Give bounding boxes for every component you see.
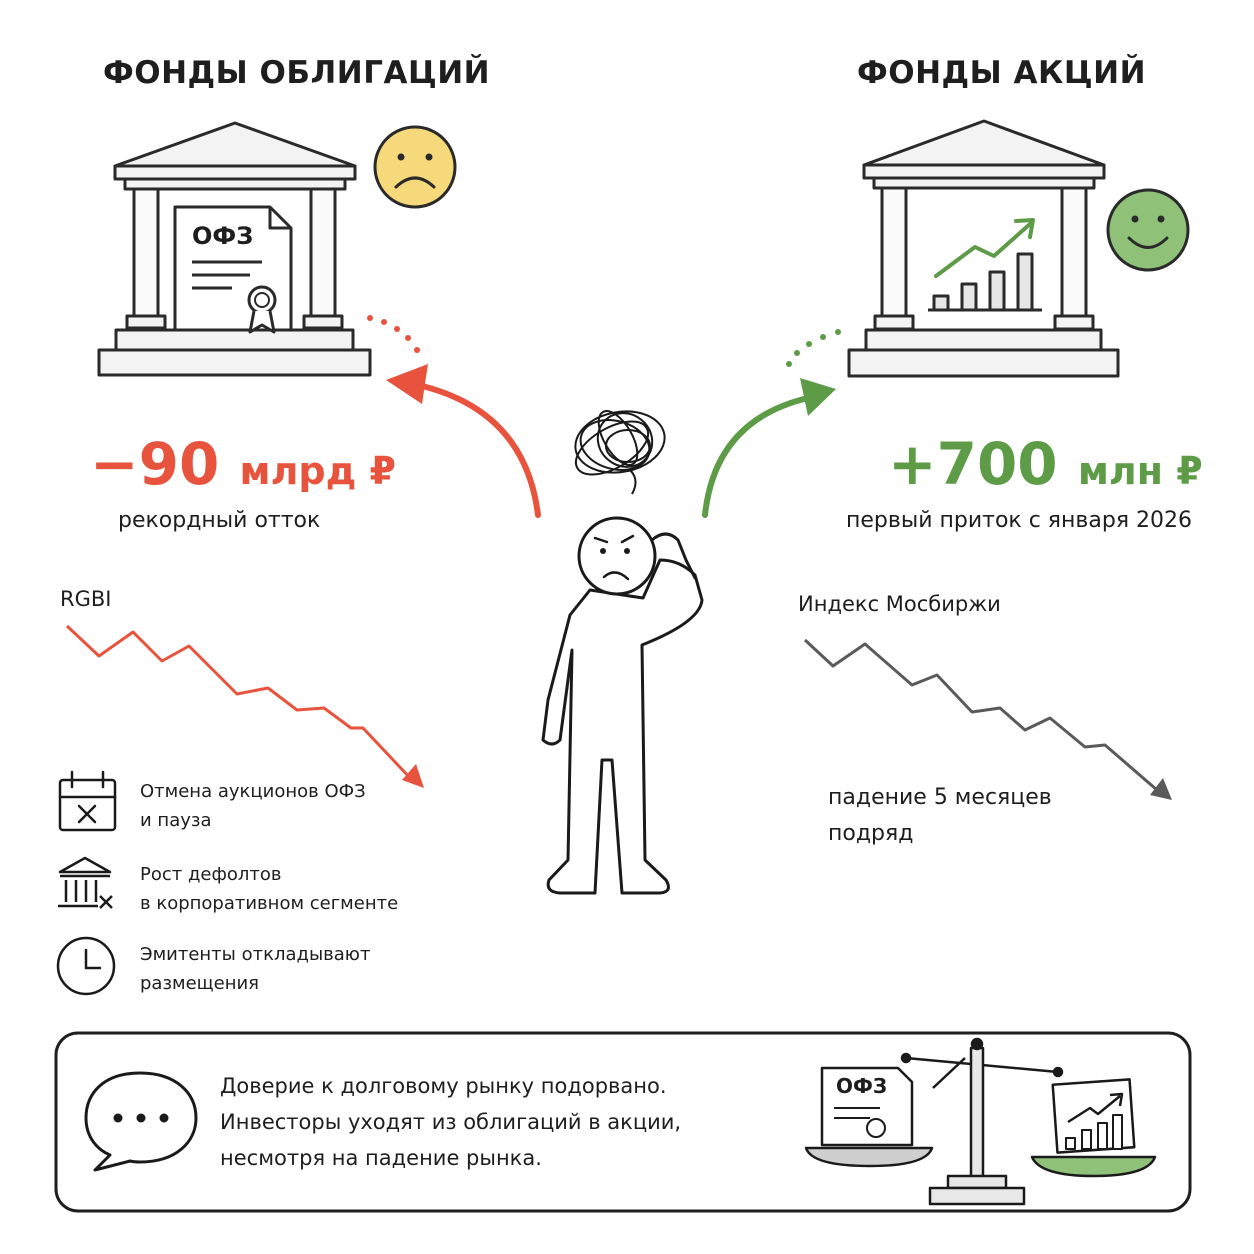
confused-person-icon	[541, 516, 704, 895]
equity-flow-caption: первый приток с января 2026	[846, 508, 1193, 533]
bond-fund-building-icon	[97, 121, 372, 377]
bond-flow-caption: рекордный отток	[118, 508, 321, 533]
equity-funds-title: ФОНДЫ АКЦИЙ	[857, 55, 1147, 91]
summary-text: Доверие к долговому рынку подорвано. Инв…	[220, 1068, 681, 1176]
moex-decline-caption-line1: падение 5 месяцев	[828, 785, 1052, 810]
scale-document-label: ОФЗ	[836, 1074, 888, 1098]
reason-auctions-line2: и пауза	[140, 810, 212, 831]
reason-auctions: Отмена аукционов ОФЗ и пауза	[140, 777, 366, 835]
moex-decline-chart	[803, 638, 1165, 798]
bond-document-label: ОФЗ	[192, 222, 254, 250]
moex-decline-caption-line2: подряд	[828, 821, 914, 846]
summary-line1: Доверие к долговому рынку подорвано.	[220, 1074, 667, 1098]
rgbi-index-label: RGBI	[60, 587, 112, 611]
equity-flow-amount: +700 млн ₽	[888, 430, 1203, 498]
speech-bubble-icon	[84, 1071, 198, 1172]
equity-flow-unit: млн ₽	[1077, 449, 1203, 493]
moex-decline-arrowhead	[1150, 778, 1172, 800]
reason-issuers-line1: Эмитенты откладывают	[140, 944, 371, 965]
happy-face-icon	[1106, 188, 1190, 272]
growth-arrow-icon	[934, 218, 1035, 278]
bond-flow-amount: −90 млрд ₽	[90, 430, 396, 498]
reason-defaults: Рост дефолтов в корпоративном сегменте	[140, 860, 398, 918]
equity-fund-building-icon	[847, 119, 1120, 378]
balance-scale-icon	[804, 1037, 1157, 1206]
bond-flow-value: −90	[90, 430, 220, 498]
bank-cross-icon	[58, 856, 113, 909]
rgbi-decline-chart	[65, 624, 414, 782]
bond-flow-unit: млрд ₽	[239, 449, 396, 493]
rgbi-decline-arrowhead	[402, 764, 424, 788]
confused-scribble-icon	[574, 410, 666, 495]
outflow-arrow	[367, 315, 541, 518]
reason-defaults-line2: в корпоративном сегменте	[140, 893, 399, 914]
reason-auctions-line1: Отмена аукционов ОФЗ	[140, 781, 366, 802]
inflow-arrow	[702, 329, 841, 518]
sad-face-icon	[373, 125, 457, 209]
reason-issuers: Эмитенты откладывают размещения	[140, 940, 370, 998]
moex-decline-caption: падение 5 месяцев подряд	[828, 780, 1052, 852]
summary-line2: Инвесторы уходят из облигаций в акции,	[220, 1110, 682, 1134]
equity-flow-value: +700	[888, 430, 1058, 498]
moex-index-label: Индекс Мосбиржи	[798, 592, 1001, 616]
reason-issuers-line2: размещения	[140, 973, 260, 994]
summary-line3: несмотря на падение рынка.	[220, 1146, 542, 1170]
clock-icon	[56, 936, 116, 996]
bond-funds-title: ФОНДЫ ОБЛИГАЦИЙ	[103, 55, 491, 91]
calendar-cancel-icon	[58, 770, 117, 832]
reason-defaults-line1: Рост дефолтов	[140, 864, 282, 885]
